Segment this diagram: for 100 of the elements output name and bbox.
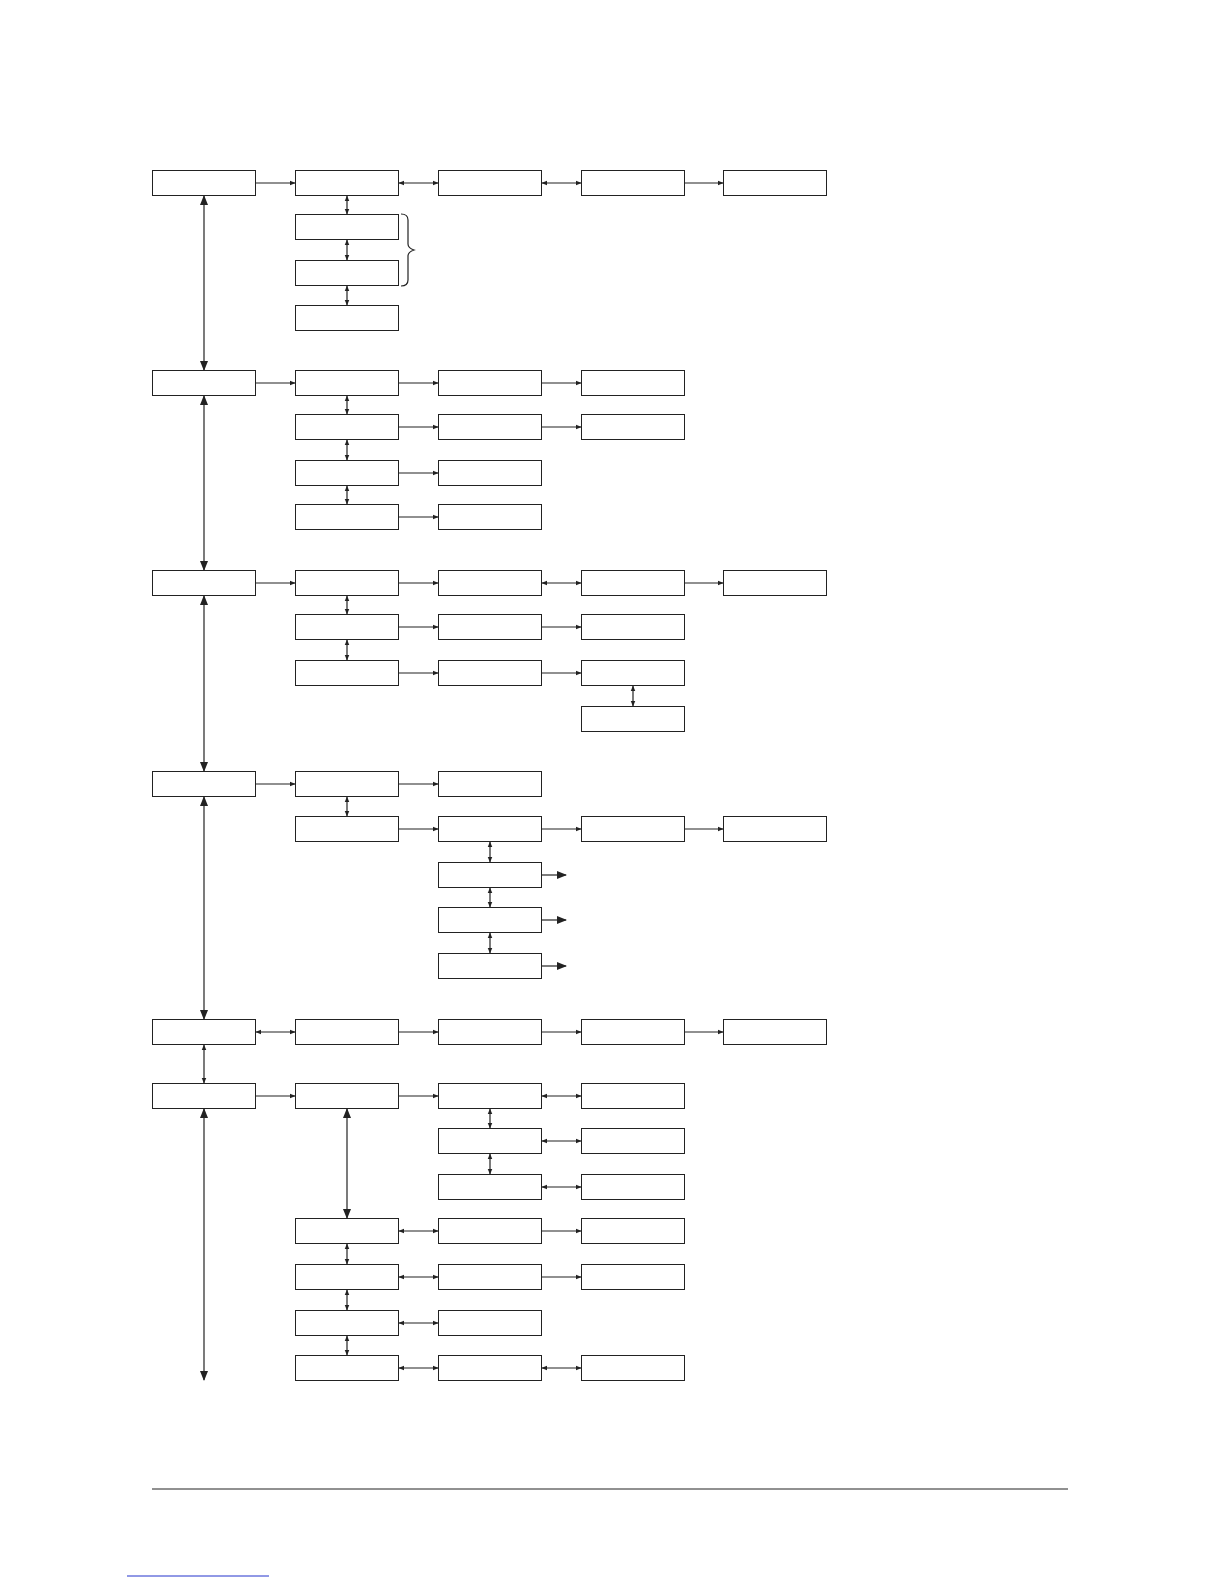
arrow bbox=[200, 796, 208, 1020]
arrow bbox=[344, 639, 350, 661]
arrow bbox=[255, 580, 296, 586]
empty-box bbox=[152, 1019, 256, 1045]
arrow bbox=[200, 595, 208, 772]
empty-box bbox=[295, 1264, 399, 1290]
arrow bbox=[398, 180, 439, 186]
arrow bbox=[630, 685, 636, 707]
arrow bbox=[200, 195, 208, 371]
empty-box bbox=[581, 370, 685, 396]
arrow bbox=[541, 1228, 582, 1234]
empty-box bbox=[438, 1264, 542, 1290]
empty-box bbox=[438, 1355, 542, 1381]
empty-box bbox=[581, 1083, 685, 1109]
arrow bbox=[398, 1274, 439, 1280]
arrow bbox=[541, 826, 582, 832]
empty-box bbox=[295, 1083, 399, 1109]
empty-box bbox=[438, 570, 542, 596]
empty-box bbox=[295, 1355, 399, 1381]
empty-box bbox=[438, 414, 542, 440]
empty-box bbox=[438, 1174, 542, 1200]
empty-box bbox=[295, 414, 399, 440]
empty-box bbox=[723, 170, 827, 196]
arrow bbox=[398, 624, 439, 630]
arrow bbox=[487, 932, 493, 954]
empty-box bbox=[295, 504, 399, 530]
arrow bbox=[541, 1365, 582, 1371]
empty-box bbox=[438, 460, 542, 486]
arrow bbox=[200, 395, 208, 571]
empty-box bbox=[581, 414, 685, 440]
arrow bbox=[344, 239, 350, 261]
arrow bbox=[255, 781, 296, 787]
empty-box bbox=[295, 1019, 399, 1045]
arrow bbox=[344, 439, 350, 461]
empty-box bbox=[581, 706, 685, 732]
arrow bbox=[684, 580, 724, 586]
empty-box bbox=[438, 771, 542, 797]
arrow bbox=[398, 580, 439, 586]
empty-box bbox=[295, 614, 399, 640]
empty-box bbox=[438, 370, 542, 396]
empty-box bbox=[152, 570, 256, 596]
arrow bbox=[398, 380, 439, 386]
empty-box bbox=[152, 1083, 256, 1109]
arrow bbox=[541, 916, 567, 924]
arrow bbox=[487, 1108, 493, 1129]
empty-box bbox=[152, 170, 256, 196]
empty-box bbox=[152, 771, 256, 797]
empty-box bbox=[438, 1019, 542, 1045]
arrow bbox=[398, 514, 439, 520]
empty-box bbox=[438, 862, 542, 888]
arrow bbox=[541, 424, 582, 430]
empty-box bbox=[581, 1355, 685, 1381]
arrow bbox=[344, 395, 350, 415]
arrow bbox=[344, 1289, 350, 1311]
arrow bbox=[398, 1365, 439, 1371]
empty-box bbox=[723, 816, 827, 842]
arrow bbox=[255, 180, 296, 186]
arrow bbox=[255, 1029, 296, 1035]
arrow bbox=[541, 871, 567, 879]
empty-box bbox=[581, 570, 685, 596]
arrow bbox=[541, 580, 582, 586]
empty-box bbox=[581, 614, 685, 640]
empty-box bbox=[295, 260, 399, 286]
arrow bbox=[541, 1093, 582, 1099]
empty-box bbox=[295, 771, 399, 797]
arrow bbox=[541, 670, 582, 676]
empty-box bbox=[295, 1310, 399, 1336]
arrow bbox=[343, 1108, 351, 1219]
empty-box bbox=[295, 1218, 399, 1244]
empty-box bbox=[438, 1310, 542, 1336]
arrow bbox=[684, 826, 724, 832]
arrow bbox=[344, 595, 350, 615]
empty-box bbox=[581, 1174, 685, 1200]
arrow bbox=[541, 1184, 582, 1190]
arrow bbox=[344, 1335, 350, 1356]
empty-box bbox=[581, 170, 685, 196]
empty-box bbox=[438, 1083, 542, 1109]
empty-box bbox=[438, 816, 542, 842]
empty-box bbox=[295, 660, 399, 686]
arrow bbox=[344, 285, 350, 306]
arrow bbox=[255, 1093, 296, 1099]
empty-box bbox=[581, 1019, 685, 1045]
arrow bbox=[487, 841, 493, 863]
arrow bbox=[487, 887, 493, 908]
arrow bbox=[344, 485, 350, 505]
arrow bbox=[684, 180, 724, 186]
empty-box bbox=[438, 170, 542, 196]
empty-box bbox=[295, 170, 399, 196]
empty-box bbox=[438, 660, 542, 686]
arrow bbox=[255, 380, 296, 386]
arrow bbox=[398, 826, 439, 832]
empty-box bbox=[152, 370, 256, 396]
empty-box bbox=[723, 570, 827, 596]
empty-box bbox=[581, 1218, 685, 1244]
arrow bbox=[541, 962, 567, 970]
arrow bbox=[398, 670, 439, 676]
empty-box bbox=[581, 816, 685, 842]
empty-box bbox=[438, 504, 542, 530]
empty-box bbox=[438, 1218, 542, 1244]
empty-box bbox=[581, 1264, 685, 1290]
